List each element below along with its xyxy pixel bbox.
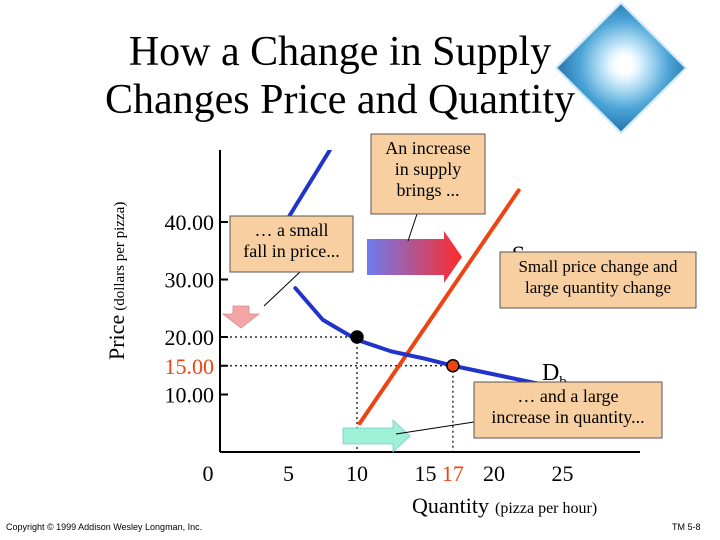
- y-axis-label-text: Price(dollars per pizza): [104, 202, 129, 360]
- x-tick-label: 10: [346, 461, 368, 486]
- slide-title-line1: How a Change in Supply: [128, 29, 552, 75]
- copyright-text: Copyright © 1999 Addison Wesley Longman,…: [6, 522, 203, 532]
- slide-title-line2: Changes Price and Quantity: [104, 77, 576, 123]
- slide-id: TM 5-8: [672, 522, 701, 532]
- callout-quantity-increase-pointer: [395, 421, 475, 435]
- quantity-increase-arrow: [342, 419, 411, 453]
- x-tick-label: 15: [415, 461, 437, 486]
- callout-supply-increase-line: brings ...: [397, 180, 460, 200]
- callout-supply-increase: [370, 133, 486, 215]
- equilibrium-point-new: [446, 359, 460, 373]
- supply-shift-arrow: [367, 231, 462, 283]
- callout-supply-increase-pointer: [407, 213, 418, 242]
- callout-price-fall-line: fall in price...: [243, 241, 339, 261]
- x-tick-label: 0: [203, 461, 214, 486]
- callout-supply-increase-line: An increase: [385, 138, 470, 158]
- callout-small-price-large-quantity: [499, 251, 697, 309]
- y-tick-label: 40.00: [165, 210, 215, 235]
- callout-small-price-large-quantity-line: Small price change and: [518, 257, 678, 276]
- y-tick-label: 20.00: [165, 325, 215, 350]
- x-axis-label: Quantity(pizza per hour): [412, 493, 597, 518]
- callout-small-price-large-quantity-line: large quantity change: [525, 278, 671, 297]
- y-tick-label: 30.00: [165, 268, 215, 293]
- callout-quantity-increase-line: … and a large: [517, 386, 618, 406]
- x-tick-label: 20: [483, 461, 505, 486]
- supply-curve-new: [357, 188, 521, 426]
- slide-title: How a Change in Supply Changes Price and…: [60, 28, 620, 124]
- y-axis-label: Price(dollars per pizza): [104, 202, 129, 360]
- equilibrium-point-original: [350, 330, 364, 344]
- callout-supply-increase-line: in supply: [395, 159, 462, 179]
- x-tick-label: 25: [552, 461, 574, 486]
- supply-curve-original: [265, 150, 333, 253]
- callout-price-fall-pointer: [263, 271, 301, 307]
- x-tick-label: 5: [283, 461, 294, 486]
- x-tick-label: 17: [442, 461, 464, 486]
- callout-price-fall: [229, 215, 354, 273]
- price-decrease-arrow: [221, 305, 261, 329]
- demand-curve: [293, 286, 572, 391]
- callout-quantity-increase: [473, 381, 663, 439]
- y-tick-label: 15.00: [165, 354, 215, 379]
- y-tick-label: 10.00: [165, 383, 215, 408]
- callout-quantity-increase-line: increase in quantity...: [491, 407, 644, 427]
- callout-price-fall-line: … a small: [255, 220, 329, 240]
